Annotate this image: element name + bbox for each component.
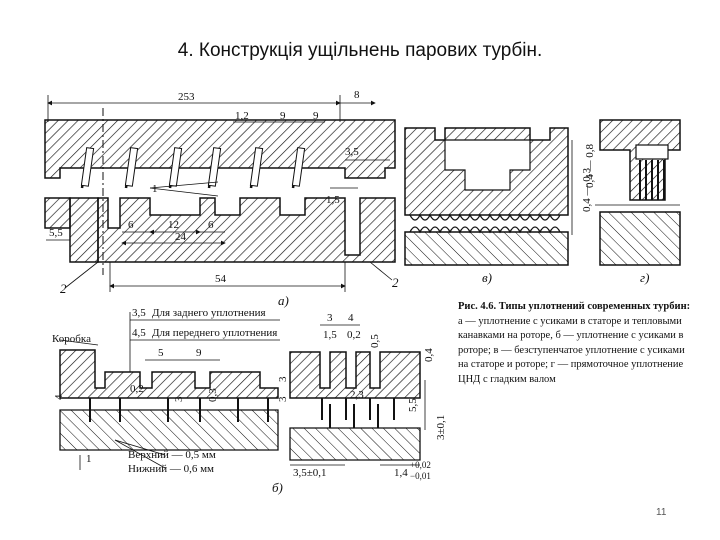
lower-clearance: Нижний — 0,6 мм: [128, 463, 214, 475]
dim-8: 8: [354, 89, 360, 101]
callout-2a: 2: [60, 281, 67, 296]
page-number: 11: [656, 507, 667, 518]
dim-6a: 6: [128, 219, 134, 231]
dim-b-9: 9: [196, 347, 202, 359]
figure-g: 0,4 — 0,8 г): [584, 119, 681, 285]
dim-253: 253: [178, 91, 195, 103]
dim-v-5-5: 5,5: [407, 398, 419, 412]
dim-v-0-2: 0,2: [347, 329, 361, 341]
dim-1-2: 1,2: [235, 110, 249, 122]
figure-a-label: а): [278, 293, 289, 308]
dim-v-3b: 3: [277, 396, 289, 402]
upper-clearance: Верхний — 0,5 мм: [128, 449, 216, 461]
stator-v2: [289, 351, 421, 399]
dim-v-4: 4: [348, 312, 354, 324]
dim-3-5: 3,5: [345, 146, 359, 158]
figure-b-label: б): [272, 480, 283, 495]
figure-v-label: в): [482, 270, 492, 285]
dim-b-3: 3: [173, 396, 185, 402]
dim-9b: 9: [313, 110, 319, 122]
figure-caption: Рис. 4.6. Типы уплотнений современных ту…: [458, 300, 694, 388]
tol-up: +0,02: [410, 460, 431, 470]
figure-a: 253 8 1,2 9 9 3,5 1,5 5,5 6 12 6 24 54 1…: [44, 89, 399, 308]
rotor-b: [59, 409, 279, 451]
callout-1: 1: [152, 183, 158, 195]
rotor-v: [404, 231, 569, 266]
dim-b-0-2: 0,2: [130, 383, 144, 395]
dim-v-0-4: 0,4: [423, 348, 435, 362]
figure-b: 3,5 Для заднего уплотнения 4,5 Для перед…: [52, 307, 283, 495]
dim-b-4: 4: [53, 394, 65, 400]
dim-v-2-3: 2,3: [350, 389, 364, 401]
tol-down: −0,01: [410, 471, 431, 481]
dim-1-5: 1,5: [326, 194, 340, 206]
note-front: Для переднего уплотнения: [152, 327, 277, 339]
dim-v-3: 3: [327, 312, 333, 324]
dim-b-5: 5: [158, 347, 164, 359]
dim-b-3-5: 3,5: [132, 307, 146, 319]
figure-g-label: г): [640, 270, 649, 285]
dim-12: 12: [168, 219, 179, 231]
dim-b-4-5: 4,5: [132, 327, 146, 339]
teeth-v: [409, 213, 561, 234]
fins-v2: [321, 398, 395, 428]
figure-v-top: 0,4 — 0,3 в): [404, 127, 593, 285]
slide-title: 4. Конструкція ущільнень парових турбін.: [177, 40, 543, 61]
stator-fin-bodies: [80, 147, 306, 187]
note-rear: Для заднего уплотнения: [152, 307, 266, 319]
dim-5-5: 5,5: [49, 227, 63, 239]
dim-6b: 6: [208, 219, 214, 231]
stator-b: [59, 349, 279, 399]
rotor-v2: [289, 427, 421, 461]
dim-v-3a: 3: [277, 376, 289, 382]
dim-v-1-4: 1,4: [394, 467, 408, 479]
dim-b-1: 1: [86, 453, 92, 465]
dim-v-1-5: 1,5: [323, 329, 337, 341]
fins-b: [89, 398, 269, 422]
dim-9a: 9: [280, 110, 286, 122]
rotor-body: [97, 197, 396, 263]
dim-v-04-03: 0,4 — 0,3: [581, 168, 593, 213]
fins-g: [639, 160, 665, 200]
dim-54: 54: [215, 273, 227, 285]
dim-24: 24: [175, 231, 187, 243]
dim-b-0-3: 0,3: [207, 388, 219, 402]
caption-body: а — уплотнение с усиками в статоре и теп…: [458, 315, 685, 385]
figure-v-bottom: 3 4 1,5 0,2 0,5 0,4 3 3 2,3 5,5 3±0,1 3,…: [277, 312, 447, 481]
callout-2b: 2: [392, 275, 399, 290]
caption-title: Рис. 4.6. Типы уплотнений современных ту…: [458, 301, 691, 312]
dim-v-3pm: 3±0,1: [435, 415, 447, 440]
dim-g-04-08: 0,4 — 0,8: [584, 144, 596, 189]
dim-v-3-5pm: 3,5±0,1: [293, 467, 327, 479]
box-label: Коробка: [52, 333, 91, 345]
dim-v-0-5: 0,5: [369, 334, 381, 348]
